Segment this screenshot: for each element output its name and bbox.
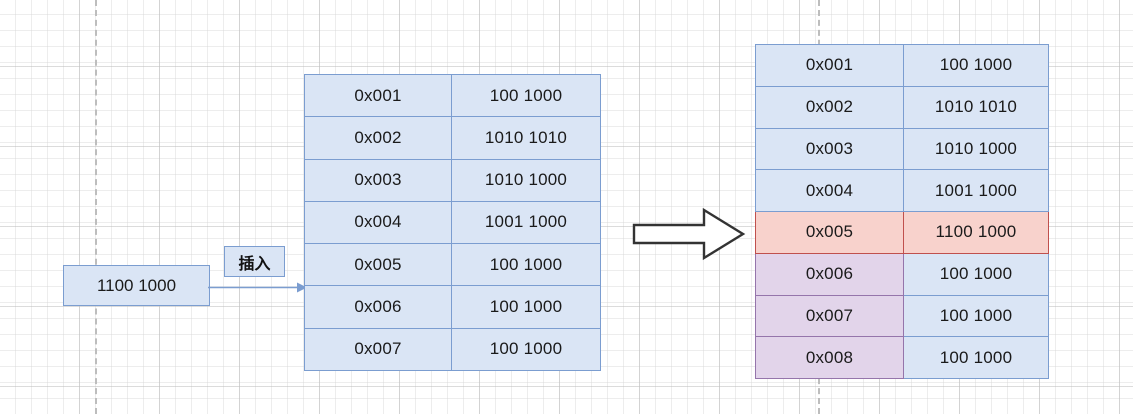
address-cell: 0x007: [304, 328, 452, 371]
value-cell: 100 1000: [452, 74, 601, 118]
address-cell: 0x003: [755, 128, 904, 171]
address-cell: 0x001: [304, 74, 452, 118]
address-cell: 0x006: [304, 286, 452, 329]
value-cell: 100 1000: [904, 337, 1049, 379]
value-cell: 100 1000: [904, 253, 1049, 296]
address-cell: 0x005: [755, 212, 904, 254]
address-cell: 0x005: [304, 244, 452, 287]
page-break-guide-left: [95, 0, 97, 414]
value-cell: 100 1000: [452, 286, 601, 329]
insert-label-text: 插入: [238, 255, 271, 273]
value-cell: 1010 1010: [452, 117, 601, 160]
address-cell: 0x001: [755, 44, 904, 87]
address-cell: 0x008: [755, 337, 904, 379]
address-cell: 0x003: [304, 159, 452, 202]
connector-arrow-icon: [208, 282, 307, 293]
insert-label-box[interactable]: 插入: [224, 246, 285, 277]
address-cell: 0x007: [755, 295, 904, 338]
value-cell: 100 1000: [452, 244, 601, 287]
address-cell: 0x006: [755, 253, 904, 296]
value-cell: 1010 1000: [904, 128, 1049, 171]
value-cell: 1100 1000: [904, 212, 1049, 254]
source-value-text: 1100 1000: [96, 275, 177, 295]
value-cell: 1010 1000: [452, 159, 601, 202]
value-cell: 100 1000: [904, 295, 1049, 338]
address-cell: 0x002: [304, 117, 452, 160]
address-cell: 0x004: [304, 201, 452, 245]
value-cell: 100 1000: [904, 44, 1049, 87]
source-value-box[interactable]: 1100 1000: [63, 265, 210, 306]
value-cell: 100 1000: [452, 328, 601, 371]
value-cell: 1001 1000: [452, 201, 601, 245]
address-cell: 0x004: [755, 170, 904, 212]
transform-block-arrow-icon: [632, 207, 746, 261]
value-cell: 1010 1010: [904, 86, 1049, 129]
value-cell: 1001 1000: [904, 170, 1049, 212]
address-cell: 0x002: [755, 86, 904, 129]
